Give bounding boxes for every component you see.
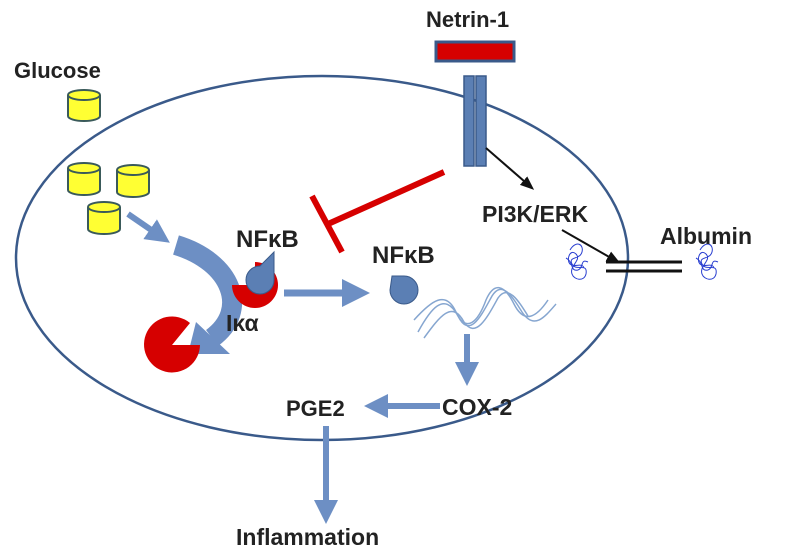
albumin-scribble-inside (565, 243, 589, 280)
receptor-to-pi3k-arrow (485, 147, 535, 190)
nfkb-blob-free (389, 275, 419, 305)
albumin-label: Albumin (660, 223, 752, 249)
glucose-cylinder (87, 201, 121, 235)
glucose-cylinder (67, 89, 101, 122)
nfkb-label-right: NFκB (372, 242, 435, 269)
degradation-arrow (172, 235, 243, 354)
pi3k-erk-label: PI3K/ERK (482, 201, 588, 227)
pi3k-to-albumin-arrow (561, 229, 621, 264)
pge2-label: PGE2 (286, 396, 345, 421)
netrin-receptor (463, 75, 487, 167)
ikba-pie-degraded (144, 316, 200, 373)
glucose-label: Glucose (14, 58, 101, 83)
inhibition-arrow (309, 169, 446, 254)
glucose-cylinder (116, 164, 150, 198)
cox2-label: COX-2 (442, 394, 512, 420)
netrin-ligand (434, 40, 516, 63)
albumin-scribble-outside (695, 243, 719, 280)
glucose-cylinder (67, 162, 101, 196)
nfkb-blob-bound (245, 250, 275, 295)
nfkb-label-left: NFκB (236, 226, 299, 253)
cell-membrane (14, 74, 630, 442)
albumin-barrier (606, 260, 682, 273)
dna-helix (413, 287, 557, 339)
inflammation-label: Inflammation (236, 524, 379, 550)
netrin-label: Netrin-1 (426, 7, 509, 32)
glucose-arrow (126, 211, 170, 243)
ikba-label: Iκα (226, 310, 259, 336)
